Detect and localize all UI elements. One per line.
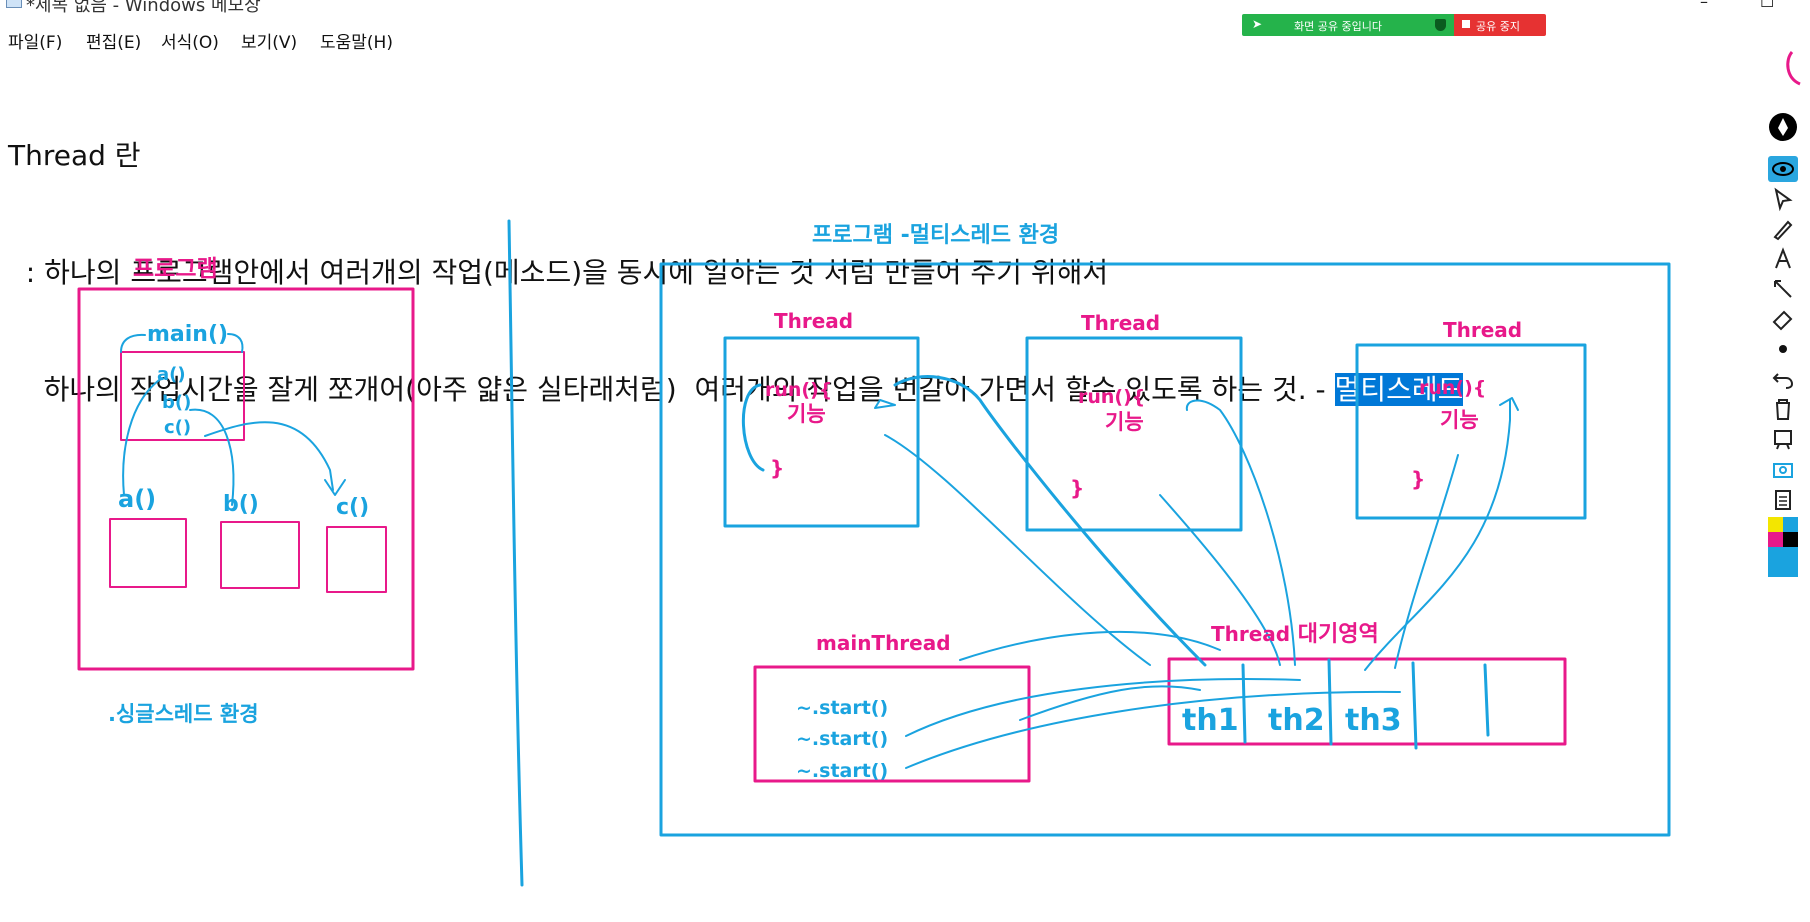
slot-th3: th3 bbox=[1345, 703, 1402, 738]
schedule-arrow-2 bbox=[1185, 399, 1296, 666]
main-thread-call-2: ~.start() bbox=[796, 728, 888, 750]
board-icon[interactable] bbox=[1768, 426, 1798, 452]
doc-line-3-text: 하나의 작업시간을 잘게 쪼개어(아주 얇은 실타래처럼) 여러개의 작업을 번… bbox=[8, 373, 1335, 406]
thread-box-1 bbox=[723, 336, 920, 528]
maximize-button[interactable]: ☐ bbox=[1760, 0, 1775, 11]
screen-share-bar: ➤ 화면 공유 중입니다 공유 중지 bbox=[1242, 14, 1546, 36]
single-program-box bbox=[77, 287, 415, 671]
single-caption: .싱글스레드 환경 bbox=[108, 702, 259, 726]
notepad-icon bbox=[6, 0, 22, 8]
pen-icon[interactable] bbox=[1768, 216, 1798, 242]
thread-3-title: Thread bbox=[1443, 318, 1522, 342]
multi-program-box bbox=[659, 262, 1671, 837]
minimize-button[interactable]: – bbox=[1700, 0, 1708, 11]
thread-box-3 bbox=[1355, 343, 1587, 520]
main-call-c: c() bbox=[164, 417, 191, 438]
menu-help[interactable]: 도움말(H) bbox=[320, 33, 393, 53]
eye-icon[interactable] bbox=[1768, 156, 1798, 182]
thread-2-title: Thread bbox=[1081, 311, 1160, 335]
doc-line-2: : 하나의 프로그램안에서 여러개의 작업(메소드)을 동시에 일하는 것 처럼… bbox=[8, 256, 1109, 289]
method-a-box bbox=[109, 518, 187, 588]
color-swatches bbox=[1768, 517, 1798, 579]
thread-1-title: Thread bbox=[774, 309, 853, 333]
cursor-icon[interactable] bbox=[1768, 186, 1798, 212]
title-bar: *제목 없음 - Windows 메모장 – ☐ bbox=[0, 0, 1810, 22]
main-thread-box bbox=[753, 665, 1031, 783]
schedule-arrow-3 bbox=[1364, 399, 1511, 671]
stop-share-label: 공유 중지 bbox=[1476, 20, 1520, 33]
line-icon[interactable] bbox=[1768, 276, 1798, 302]
thread-3-run: run(){ bbox=[1419, 377, 1486, 399]
menu-bar: 파일(F) 편집(E) 서식(O) 보기(V) 도움말(H) bbox=[0, 26, 900, 54]
menu-edit[interactable]: 편집(E) bbox=[86, 33, 142, 53]
thread-3-body: 기능 bbox=[1440, 408, 1479, 432]
thread-1-run: run(){ bbox=[765, 379, 832, 401]
shield-icon bbox=[1435, 19, 1446, 31]
main-method-box bbox=[120, 351, 245, 441]
menu-format[interactable]: 서식(O) bbox=[161, 33, 219, 53]
menu-view[interactable]: 보기(V) bbox=[241, 33, 298, 53]
call-arrow-b bbox=[189, 408, 235, 506]
main-thread-call-1: ~.start() bbox=[796, 697, 888, 719]
doc-line-3: 하나의 작업시간을 잘게 쪼개어(아주 얇은 실타래처럼) 여러개의 작업을 번… bbox=[8, 370, 1464, 409]
call-arrow-a bbox=[122, 377, 163, 496]
method-c-box bbox=[326, 526, 387, 593]
method-a-label: a() bbox=[118, 485, 156, 513]
window-title: *제목 없음 - Windows 메모장 bbox=[26, 0, 261, 16]
main-call-b: b() bbox=[162, 392, 191, 413]
waiting-area-title-thread: Thread bbox=[1211, 622, 1290, 646]
stop-share-button[interactable]: 공유 중지 bbox=[1454, 14, 1546, 36]
thread-1-close: } bbox=[770, 456, 784, 480]
method-c-label: c() bbox=[336, 495, 369, 520]
pen-logo-icon[interactable] bbox=[1768, 112, 1798, 141]
thread-2-close: } bbox=[1070, 476, 1084, 500]
eraser-icon[interactable] bbox=[1768, 306, 1798, 332]
slot-th1: th1 bbox=[1182, 703, 1239, 738]
swatch-yellow[interactable] bbox=[1768, 517, 1783, 532]
trash-icon[interactable] bbox=[1768, 396, 1798, 422]
waiting-area-box bbox=[1167, 657, 1567, 746]
dot-icon[interactable] bbox=[1768, 336, 1798, 362]
method-b-label: b() bbox=[223, 492, 259, 517]
camera-icon[interactable] bbox=[1768, 456, 1798, 482]
annotation-toolbar bbox=[1766, 112, 1800, 578]
undo-icon[interactable] bbox=[1768, 366, 1798, 392]
pin-icon[interactable]: ➤ bbox=[1252, 17, 1263, 31]
thread-box-2 bbox=[1025, 336, 1243, 532]
waiting-area-title-label: 대기영역 bbox=[1290, 622, 1379, 647]
stray-ink-mark bbox=[1786, 51, 1801, 86]
thread-3-close: } bbox=[1411, 467, 1425, 491]
divider-line bbox=[507, 219, 524, 887]
text-editor[interactable]: Thread 란 : 하나의 프로그램안에서 여러개의 작업(메소드)을 동시에… bbox=[8, 58, 1464, 448]
multi-program-title: 프로그램 -멀티스레드 환경 bbox=[812, 223, 1059, 248]
thread-2-body: 기능 bbox=[1105, 410, 1144, 434]
thread-2-run: run(){ bbox=[1078, 386, 1145, 408]
share-status: ➤ 화면 공유 중입니다 bbox=[1242, 14, 1454, 36]
share-status-text: 화면 공유 중입니다 bbox=[1294, 20, 1382, 33]
main-call-a: a() bbox=[157, 364, 186, 385]
schedule-arrow-1 bbox=[893, 375, 1207, 667]
thread-1-body: 기능 bbox=[787, 402, 826, 426]
single-program-title: 프로그램 bbox=[133, 256, 218, 282]
menu-file[interactable]: 파일(F) bbox=[8, 33, 63, 53]
swatch-black[interactable] bbox=[1783, 532, 1798, 547]
method-b-box bbox=[220, 521, 300, 589]
main-thread-call-3: ~.start() bbox=[796, 760, 888, 782]
stop-icon bbox=[1462, 20, 1470, 28]
main-thread-title: mainThread bbox=[816, 631, 951, 655]
main-label: main() bbox=[147, 322, 228, 347]
call-arrow-c bbox=[204, 421, 334, 491]
text-icon[interactable] bbox=[1768, 246, 1798, 272]
waiting-area-title: Thread 대기영역 bbox=[1211, 622, 1379, 647]
clipboard-icon[interactable] bbox=[1768, 486, 1798, 512]
doc-line-1: Thread 란 bbox=[8, 139, 141, 172]
swatch-current[interactable] bbox=[1768, 547, 1798, 577]
slot-th2: th2 bbox=[1268, 703, 1325, 738]
swatch-pink[interactable] bbox=[1768, 532, 1783, 547]
swatch-cyan[interactable] bbox=[1783, 517, 1798, 532]
